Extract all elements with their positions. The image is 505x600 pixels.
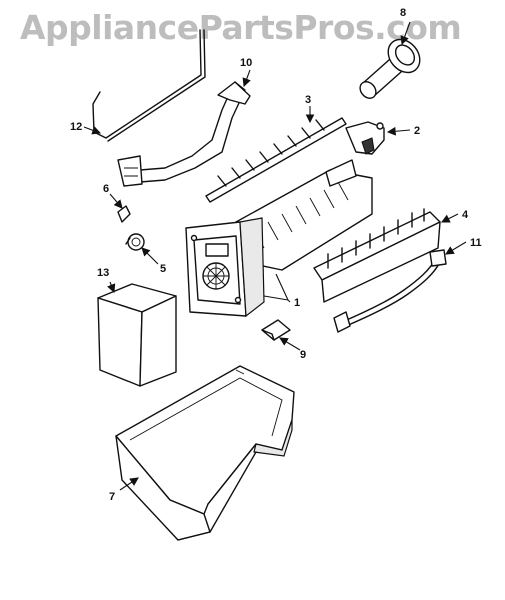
part-1-icemaker	[185, 159, 373, 318]
callout-4: 4	[462, 209, 469, 221]
callout-8: 8	[400, 7, 406, 19]
callout-9: 9	[300, 349, 306, 361]
part-10-fill-tube	[117, 81, 251, 187]
part-7-ice-bucket	[115, 365, 295, 541]
part-5-gear	[125, 233, 145, 251]
part-4-cover	[313, 208, 441, 303]
callout-7: 7	[109, 491, 115, 503]
callout-13: 13	[97, 267, 109, 279]
callout-11: 11	[470, 237, 482, 249]
callout-12: 12	[70, 121, 82, 133]
part-13-box	[97, 283, 177, 387]
callout-10: 10	[240, 57, 252, 69]
callout-2: 2	[414, 125, 420, 137]
part-9-bracket	[261, 319, 291, 341]
part-2-thermostat	[345, 121, 385, 155]
callout-6: 6	[103, 183, 109, 195]
part-6-clip	[117, 205, 131, 223]
callout-1: 1	[294, 297, 300, 309]
part-12-shutoff-arm	[92, 29, 206, 142]
callout-3: 3	[305, 94, 311, 106]
part-8-fill-cup	[359, 38, 421, 99]
part-3-ejector	[205, 117, 347, 203]
part-11-harness	[333, 249, 447, 333]
leader-lines	[83, 21, 467, 491]
callouts: 8 10 12 3 2 6 5 4 11 1 9 13 7	[70, 7, 482, 503]
callout-5: 5	[160, 263, 166, 275]
